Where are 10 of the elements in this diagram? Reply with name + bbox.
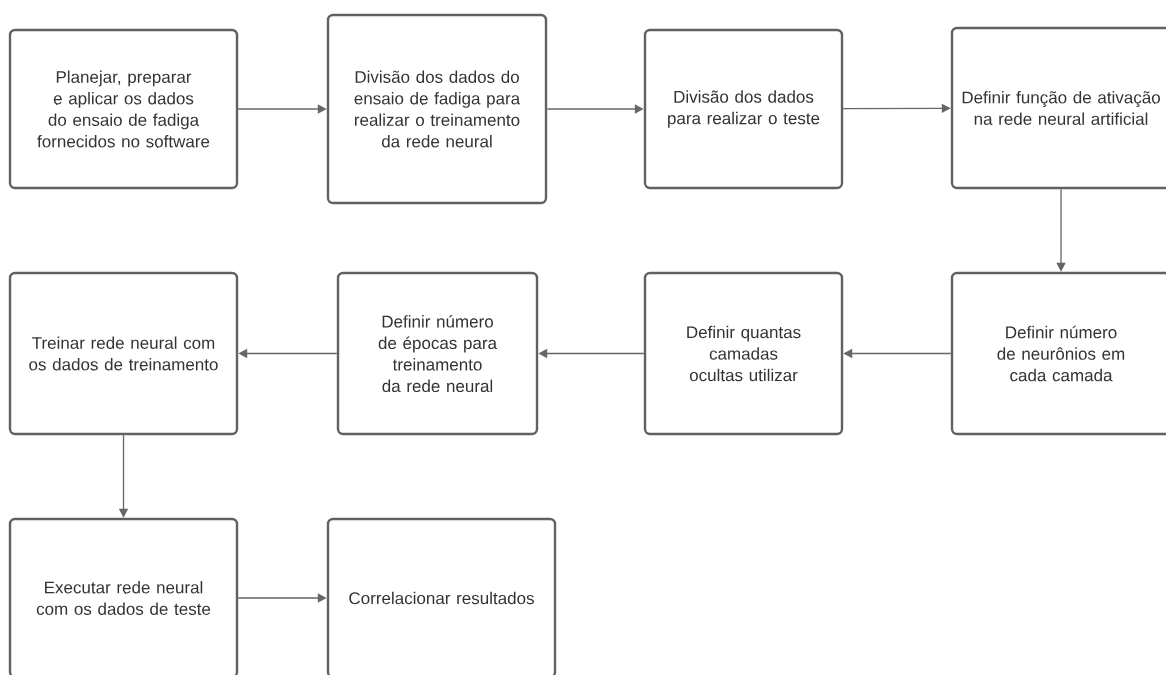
process-box: Definir função de ativação na rede neural artificial — [950, 26, 1166, 190]
process-box: Executar rede neural com os dados de teste — [8, 517, 239, 675]
process-box: Definir número de épocas para treinamento da rede neural — [336, 271, 539, 436]
process-box: Definir número de neurônios em cada camada — [950, 271, 1166, 436]
process-box: Divisão dos dados para realizar o teste — [643, 28, 844, 190]
process-box: Definir quantas camadas ocultas utilizar — [643, 271, 844, 436]
process-box: Correlacionar resultados — [326, 517, 557, 675]
process-box: Treinar rede neural com os dados de treinamento — [8, 271, 239, 436]
process-box: Planejar, preparar e aplicar os dados do ensaio de fadiga fornecidos no software — [8, 28, 239, 190]
process-box: Divisão dos dados do ensaio de fadiga para realizar o treinamento da rede neural — [326, 13, 548, 205]
